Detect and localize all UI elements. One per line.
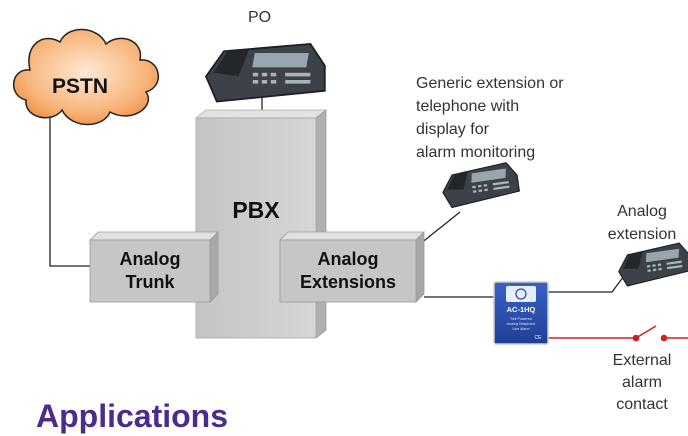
pbx-label: PBX: [232, 197, 280, 223]
device-ce-mark: CE: [535, 335, 543, 341]
device-subtitle-3: Line Alarm: [513, 327, 530, 331]
device-model-text: AC-1HQ: [507, 305, 536, 314]
alarm-wire: [548, 325, 688, 342]
alarm-device-icon: AC-1HQ Self Powered Analog Telephone Lin…: [493, 281, 549, 345]
generic-extension-line-3: display for: [416, 121, 489, 138]
applications-heading: Applications: [36, 398, 229, 434]
analog-extension-line-2: extension: [607, 226, 677, 243]
po-label: PO: [248, 9, 272, 26]
pstn-label: PSTN: [51, 75, 108, 98]
analog-extensions-label: Analog Extensions: [280, 248, 416, 294]
analog-extension-line-1: Analog: [617, 203, 667, 220]
external-alarm-line-3: contact: [616, 396, 668, 413]
generic-extension-line-1: Generic extension or: [416, 75, 564, 92]
analog-extensions-label-line-1: Analog: [317, 249, 379, 269]
pbx-box: [194, 109, 328, 339]
device-to-analog-phone-line: [548, 275, 625, 293]
analog-trunk-label: Analog Trunk: [90, 248, 210, 294]
analog-extension-label: Analog extension: [596, 200, 688, 246]
external-alarm-label: External alarm contact: [596, 350, 688, 416]
generic-extension-line-4: alarm monitoring: [416, 144, 536, 161]
analog-trunk-label-line-2: Trunk: [125, 272, 175, 292]
analog-extensions-label-line-2: Extensions: [299, 272, 397, 292]
generic-extension-label: Generic extension or telephone with disp…: [416, 72, 616, 164]
analog-trunk-box: [89, 231, 219, 303]
generic-extension-line-2: telephone with: [416, 98, 520, 115]
generic-extension-phone-icon: [439, 160, 521, 210]
analog-extension-phone-icon: [615, 241, 688, 288]
analog-trunk-label-line-1: Analog: [119, 249, 181, 269]
external-alarm-line-2: alarm: [621, 374, 662, 391]
pstn-to-trunk-line: [49, 112, 98, 267]
analog-extensions-box: [279, 231, 425, 303]
device-subtitle-1: Self Powered: [510, 317, 531, 321]
pstn-cloud: [12, 28, 160, 126]
network-diagram: AC-1HQ Self Powered Analog Telephone Lin…: [12, 28, 688, 345]
device-subtitle-2: Analog Telephone: [507, 322, 536, 326]
external-alarm-line-1: External: [612, 352, 672, 369]
ext-to-generic-phone-line: [419, 211, 461, 245]
po-phone-icon: [205, 43, 326, 103]
